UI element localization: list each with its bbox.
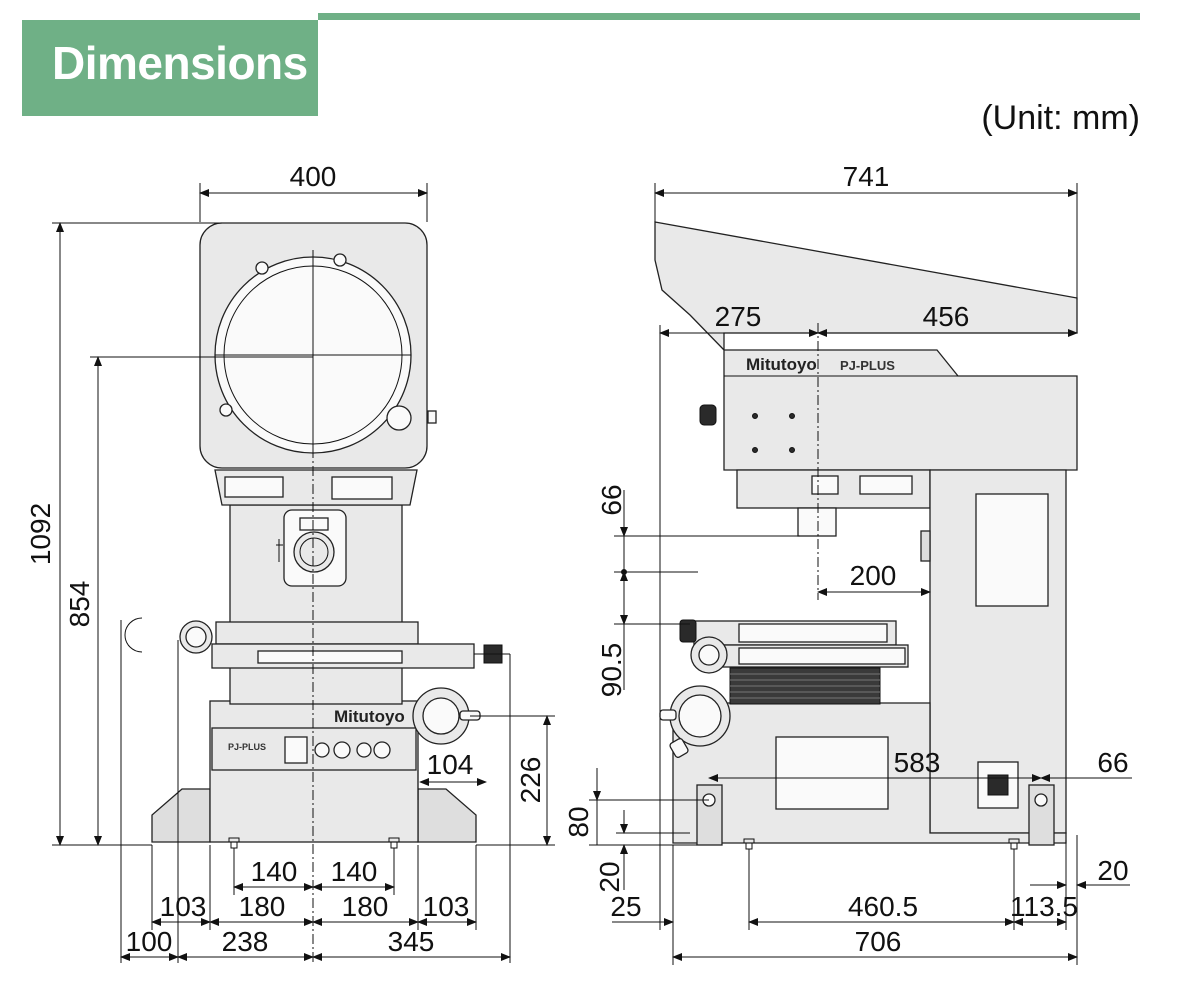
dim-front-140-left: 140 xyxy=(251,856,298,887)
front-lens-handle xyxy=(276,539,283,562)
dim-side-200: 200 xyxy=(850,560,897,591)
dim-front-180-left: 180 xyxy=(239,891,286,922)
dim-side-20-left: 20 xyxy=(594,861,625,892)
side-head xyxy=(723,349,1078,471)
dim-front-100: 100 xyxy=(126,926,173,957)
dim-side-583: 583 xyxy=(894,747,941,778)
front-counter-display xyxy=(224,476,284,498)
title-box xyxy=(22,20,318,116)
side-stage-knob xyxy=(679,619,697,643)
side-head-knob xyxy=(699,404,717,426)
dim-front-180-right: 180 xyxy=(342,891,389,922)
front-stage-top xyxy=(215,621,419,645)
side-lens xyxy=(797,507,837,537)
screen-rotation-knob xyxy=(386,405,412,431)
side-base-panel xyxy=(775,736,889,810)
dim-front-1092: 1092 xyxy=(25,503,56,565)
dim-side-456: 456 xyxy=(923,301,970,332)
dim-side-706: 706 xyxy=(855,926,902,957)
side-model: PJ-PLUS xyxy=(840,358,895,373)
front-base-right-leg xyxy=(417,788,477,843)
dim-side-741: 741 xyxy=(843,161,890,192)
dim-front-104: 104 xyxy=(427,749,474,780)
dim-front-854: 854 xyxy=(64,581,95,628)
front-base xyxy=(209,700,419,843)
side-brand: Mitutoyo xyxy=(746,355,817,374)
dim-front-345: 345 xyxy=(388,926,435,957)
header-bar xyxy=(318,13,1140,20)
front-knob-1 xyxy=(314,742,330,758)
dim-side-66-right: 66 xyxy=(1097,747,1128,778)
dim-front-400: 400 xyxy=(290,161,337,192)
front-arc-symbol xyxy=(124,617,143,653)
dim-side-66-lens: 66 xyxy=(596,484,627,515)
dim-side-25: 25 xyxy=(610,891,641,922)
dim-side-275: 275 xyxy=(715,301,762,332)
dim-side-80: 80 xyxy=(563,806,594,837)
front-knob-3 xyxy=(356,742,372,758)
front-base-left-leg xyxy=(151,788,211,843)
side-view: Mitutoyo PJ-PLUS xyxy=(563,161,1132,965)
dim-side-90-5: 90.5 xyxy=(596,643,627,698)
dim-front-226: 226 xyxy=(515,757,546,804)
front-brand: Mitutoyo xyxy=(334,707,405,726)
power-switch xyxy=(284,736,308,764)
side-column-panel xyxy=(975,493,1049,607)
dim-front-140-right: 140 xyxy=(331,856,378,887)
front-view: Mitutoyo PJ-PLUS xyxy=(25,161,555,965)
front-panel-label: PJ-PLUS xyxy=(228,742,266,752)
dim-front-103-right: 103 xyxy=(423,891,470,922)
dim-side-113-5: 113.5 xyxy=(1010,891,1078,922)
unit-label: (Unit: mm) xyxy=(981,99,1140,137)
dim-side-20-right: 20 xyxy=(1097,855,1128,886)
front-knob-2 xyxy=(333,741,351,759)
page-title: Dimensions xyxy=(52,37,308,89)
dim-side-460-5: 460.5 xyxy=(848,891,918,922)
dim-front-103-left: 103 xyxy=(160,891,207,922)
dim-front-238: 238 xyxy=(222,926,269,957)
front-knob-4 xyxy=(373,741,391,759)
